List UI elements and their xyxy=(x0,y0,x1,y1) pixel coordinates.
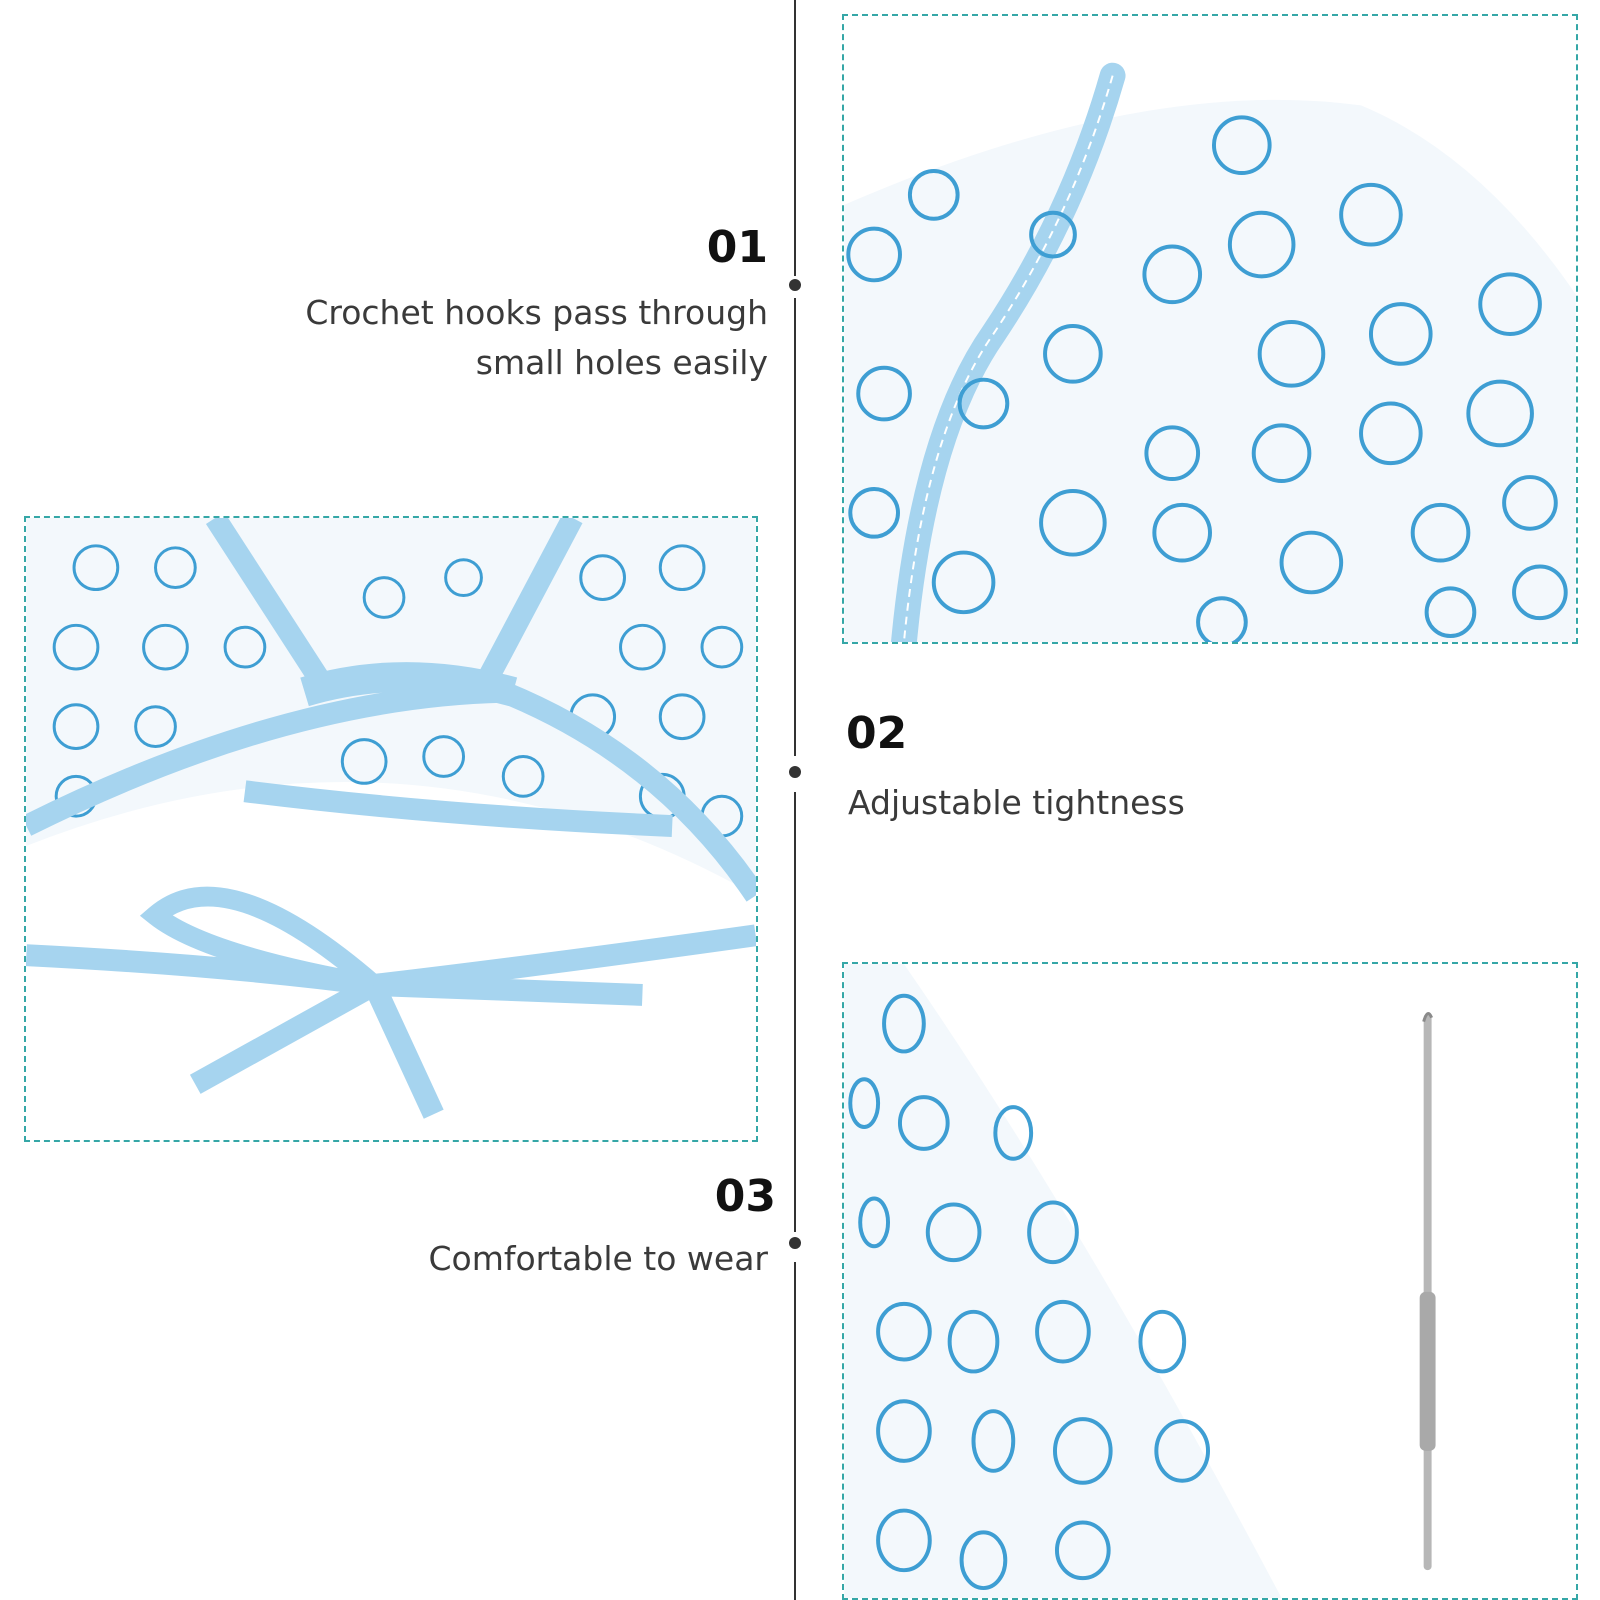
timeline-dot-02 xyxy=(789,766,801,778)
cape-edge-rings xyxy=(846,115,1568,642)
cape-edge-photo xyxy=(842,14,1578,644)
tie-rings xyxy=(52,544,744,838)
feature-number-02: 02 xyxy=(846,708,908,759)
feature-text-03: Comfortable to wear xyxy=(428,1239,768,1278)
timeline-line-middle-b xyxy=(794,792,796,1232)
bow-tail-middle xyxy=(364,980,444,1119)
bow-tail-right xyxy=(373,974,643,1006)
feature-number-03: 03 xyxy=(714,1171,776,1222)
hook-cape-rings xyxy=(848,993,1210,1591)
cape-binding-stitch xyxy=(902,75,1114,642)
timeline-line-middle-a xyxy=(794,298,796,756)
timeline-dot-03 xyxy=(789,1237,801,1249)
crochet-hook-grip xyxy=(1419,1291,1436,1451)
hook-cape-fabric xyxy=(844,964,1282,1598)
timeline-line-bottom xyxy=(794,1262,796,1600)
tie-band-middle xyxy=(243,780,673,837)
crochet-hook-tip xyxy=(1422,1012,1433,1023)
feature-text-01-line2: small holes easily xyxy=(475,343,768,382)
tie-band-upper xyxy=(26,680,756,902)
crochet-hook-photo xyxy=(842,962,1578,1600)
crochet-hook-illustration xyxy=(844,964,1436,1598)
cape-edge-illustration xyxy=(844,62,1576,642)
feature-text-01-line1: Crochet hooks pass through xyxy=(305,293,768,332)
tie-strap-right xyxy=(473,518,583,693)
feature-number-01: 01 xyxy=(706,222,768,273)
timeline-dot-01 xyxy=(789,279,801,291)
bow-tail-left xyxy=(189,975,380,1094)
feature-text-02: Adjustable tightness xyxy=(848,783,1185,822)
neck-tie-photo xyxy=(24,516,758,1142)
timeline-line-top xyxy=(794,0,796,276)
feature-text-01: Crochet hooks pass through small holes e… xyxy=(208,288,768,388)
bow-loop xyxy=(139,886,381,995)
tie-strap-left xyxy=(205,518,334,693)
neck-tie-illustration xyxy=(26,518,756,1119)
